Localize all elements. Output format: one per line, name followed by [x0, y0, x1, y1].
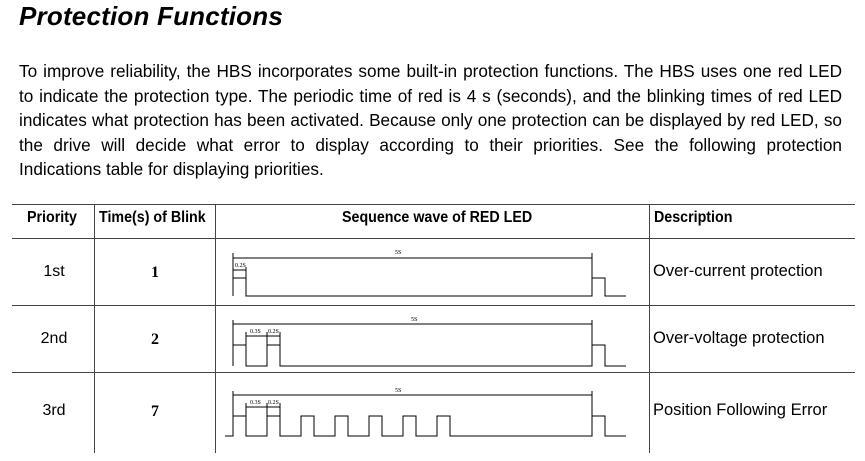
led-sequence-wave: 5S 0.2S	[232, 250, 626, 297]
intro-paragraph: To improve reliability, the HBS incorpor…	[19, 61, 842, 179]
description-cell: Over-current protection	[653, 262, 823, 280]
period-label: 5S	[395, 388, 401, 394]
off-time-label: 0.3S	[250, 329, 261, 335]
header-wave: Sequence wave of RED LED	[342, 209, 533, 226]
on-time-label: 0.2S	[268, 400, 279, 406]
description-cell: Over-voltage protection	[653, 329, 825, 347]
row-divider	[12, 305, 855, 306]
blink-count-cell: 2	[151, 331, 159, 348]
column-divider	[649, 204, 650, 453]
period-label: 5S	[395, 250, 401, 256]
priority-cell: 2nd	[40, 330, 68, 347]
header-divider	[12, 238, 855, 239]
column-divider	[94, 204, 95, 453]
header-description: Description	[654, 209, 733, 226]
led-sequence-wave: 5S 0.3S 0.2S	[232, 317, 626, 367]
page-title: Protection Functions	[19, 1, 283, 31]
header-blink: Time(s) of Blink	[99, 209, 206, 226]
led-sequence-wave: 5S 0.3S 0.2S	[225, 388, 626, 437]
period-label: 5S	[411, 317, 417, 323]
off-time-label: 0.3S	[250, 400, 261, 406]
column-divider	[215, 204, 216, 453]
row-divider	[12, 372, 855, 373]
description-cell: Position Following Error	[653, 401, 828, 419]
on-time-label: 0.2S	[268, 329, 279, 335]
priority-cell: 3rd	[42, 402, 66, 419]
header-priority: Priority	[27, 209, 77, 226]
table-top-border	[12, 204, 855, 205]
priority-cell: 1st	[43, 263, 65, 280]
on-time-label: 0.2S	[235, 263, 246, 269]
blink-count-cell: 1	[151, 264, 159, 281]
blink-count-cell: 7	[151, 403, 159, 420]
